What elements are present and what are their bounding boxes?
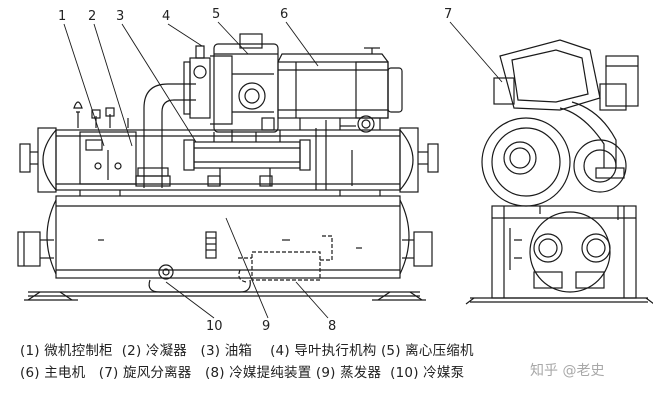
leader-lines-front (63, 21, 329, 319)
evaporator-shell (17, 195, 433, 293)
part-number-7: 7 (444, 7, 452, 22)
part-number-10: 10 (206, 319, 223, 334)
watermark: 知乎 @老史 (530, 363, 605, 379)
oil-tank (183, 115, 375, 190)
part-number-6: 6 (280, 7, 288, 22)
compressor (183, 33, 279, 133)
condenser-shell (19, 127, 439, 196)
part-number-labels: 1 2 3 4 5 6 7 8 9 10 (58, 7, 452, 334)
part-number-5: 5 (212, 7, 220, 22)
part-number-1: 1 (58, 9, 66, 24)
legend-row-1: (1) 微机控制柜 (2) 冷凝器 (3) 油箱 (4) 导叶执行机构 (5) … (20, 343, 474, 359)
part-number-4: 4 (162, 9, 170, 24)
front-view (17, 21, 439, 319)
part-number-3: 3 (116, 9, 124, 24)
main-motor (277, 47, 403, 130)
suction-pipe (135, 83, 196, 188)
legend-row-2: (6) 主电机 (7) 旋风分离器 (8) 冷媒提纯装置 (9) 蒸发器 (10… (20, 365, 465, 381)
part-number-9: 9 (262, 319, 270, 334)
purge-unit (238, 235, 333, 283)
part-number-2: 2 (88, 9, 96, 24)
part-number-8: 8 (328, 319, 336, 334)
side-view (449, 21, 653, 305)
control-cabinet (73, 101, 137, 185)
